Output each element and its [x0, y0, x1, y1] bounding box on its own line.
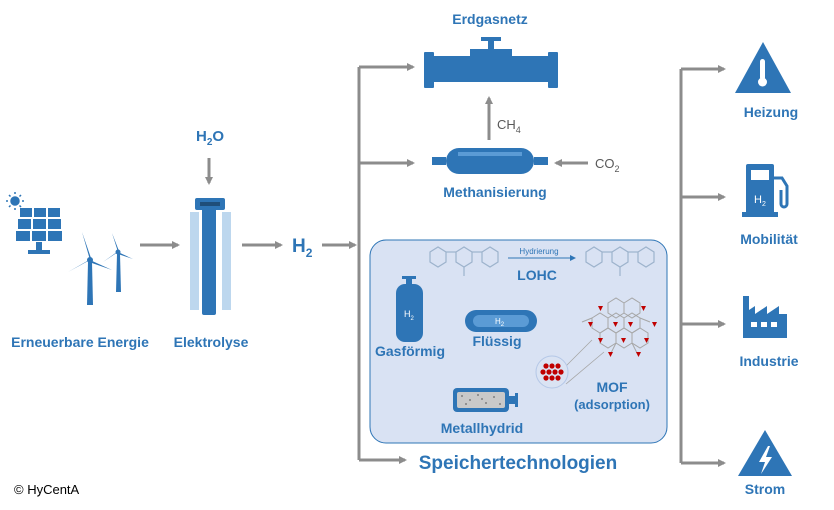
label-hydrogen: H2 — [292, 236, 313, 260]
heating-warning-icon — [735, 42, 791, 93]
electricity-warning-icon — [738, 430, 792, 476]
lohc-molecule-right-icon — [585, 246, 655, 276]
label-storage: Speichertechnologien — [419, 453, 617, 474]
label-methane: CH4 — [497, 117, 521, 135]
flow-arrows — [140, 63, 726, 467]
gas-pipe-icon — [424, 37, 558, 88]
solar-panel-icon — [16, 208, 62, 254]
label-mof: MOF — [596, 379, 628, 395]
label-liquid: Flüssig — [472, 333, 521, 349]
label-gas-grid: Erdgasnetz — [452, 11, 527, 27]
hydrierung-arrow — [508, 255, 576, 261]
copyright-notice: © HyCentA — [14, 482, 80, 497]
label-water: H2O — [196, 128, 224, 148]
label-metal-hydride: Metallhydrid — [441, 420, 523, 436]
label-industry: Industrie — [739, 353, 798, 369]
factory-icon — [743, 296, 787, 338]
label-electrolysis: Elektrolyse — [174, 334, 249, 350]
label-mof-adsorption: (adsorption) — [574, 397, 650, 412]
fuel-pump-h2-label: H2 — [754, 194, 766, 208]
tank-h2-label: H2 — [404, 309, 415, 322]
electrolyzer-icon — [190, 198, 231, 315]
gas-cylinder-icon — [396, 276, 423, 342]
label-gaseous: Gasförmig — [375, 343, 445, 359]
liquid-pill-icon — [465, 310, 537, 332]
label-methanation: Methanisierung — [443, 184, 546, 200]
label-hydrierung: Hydrierung — [519, 247, 558, 256]
methanation-tank-icon — [432, 148, 548, 174]
label-renewable-energy: Erneuerbare Energie — [11, 334, 149, 350]
label-mobility: Mobilität — [740, 231, 798, 247]
label-co2: CO2 — [595, 156, 620, 174]
pill-h2-label: H2 — [495, 317, 505, 328]
label-lohc: LOHC — [517, 267, 557, 283]
mof-structure-icon — [565, 297, 657, 385]
lohc-molecule-left-icon — [429, 246, 499, 276]
sun-icon — [6, 192, 24, 210]
wind-turbine-icon — [68, 232, 133, 305]
fuel-pump-icon — [742, 164, 789, 217]
metal-hydride-tank-icon — [453, 388, 518, 412]
label-heating: Heizung — [744, 104, 798, 120]
label-power: Strom — [745, 481, 785, 497]
adsorbed-molecules-icon — [535, 355, 569, 389]
storage-box — [369, 239, 668, 444]
